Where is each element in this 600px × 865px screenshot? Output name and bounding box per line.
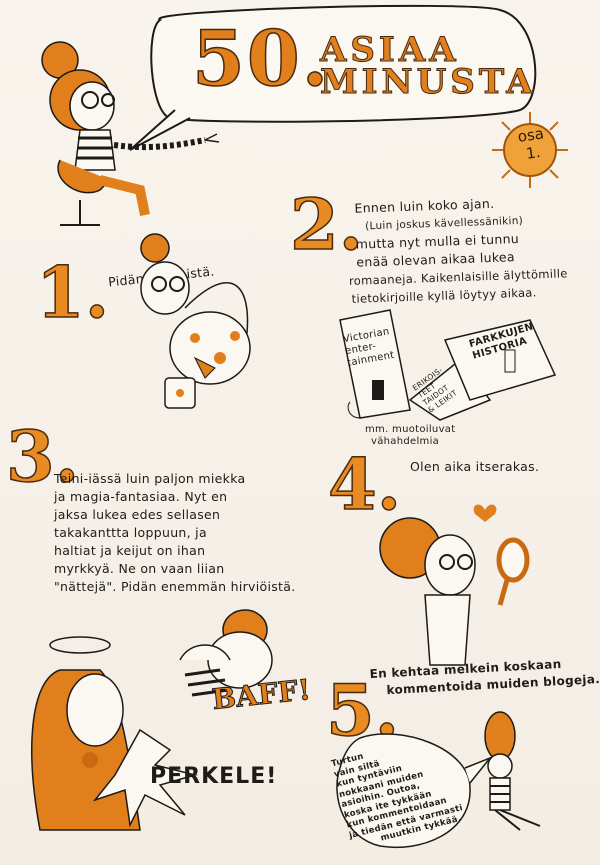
item-3-number: 3. <box>5 415 80 498</box>
books-caption: mm. muotoiluvat vähahdelmia <box>365 424 455 448</box>
item-3-line: myrkkyä. Ne on vaan liian <box>54 561 225 576</box>
caption-line: vähahdelmia <box>371 436 440 447</box>
sun-badge-icon <box>492 112 568 188</box>
fairy-fight-illustration <box>31 609 273 831</box>
books-illustration <box>339 309 557 421</box>
item-3-line: "nättejä". Pidän enemmän hirviöistä. <box>54 579 296 594</box>
sfx-baff: BAFF! <box>210 672 313 717</box>
part-badge: osa 1. <box>508 123 557 165</box>
item-3-line: Teini-iässä luin paljon miekka <box>54 471 246 486</box>
item-1-number: 1. <box>35 251 110 334</box>
small-girl-illustration <box>484 711 541 831</box>
speech-bubble-5 <box>336 733 493 849</box>
item-3-text: Teini-iässä luin paljon miekka ja magia-… <box>54 470 295 596</box>
item-2-number: 2. <box>289 183 364 266</box>
item-3-line: ja magia-fantasiaa. Nyt en <box>54 489 228 504</box>
item-3-line: jaksa lukea edes sellasen <box>54 507 221 522</box>
item-3-line: haltiat ja keijut on ihan <box>54 543 206 558</box>
sfx-perkele: PERKELE! <box>150 764 278 789</box>
girl-with-cat-illustration <box>140 233 251 409</box>
title-line1: ASIAA <box>320 30 460 71</box>
item-4-number: 4. <box>327 443 402 526</box>
title-line2: MINUSTA <box>320 62 537 103</box>
title-number: 50. <box>191 13 331 104</box>
item-4-text: Olen aika itserakas. <box>410 459 540 474</box>
girl-on-chair-illustration <box>41 41 220 226</box>
caption-line: mm. muotoiluvat <box>365 424 456 435</box>
item-3-line: takakanttta loppuun, ja <box>54 525 207 540</box>
girl-with-mirror-illustration <box>379 504 530 666</box>
item-2-text: Ennen luin koko ajan. (Luin joskus kävel… <box>349 192 568 307</box>
title-speech-bubble <box>129 4 537 151</box>
